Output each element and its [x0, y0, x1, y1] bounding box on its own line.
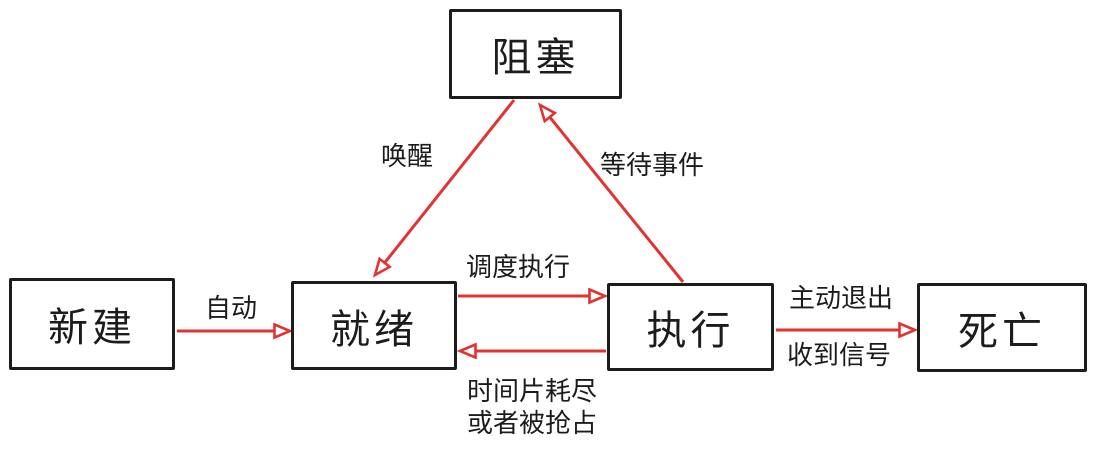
node-new: 新建	[9, 278, 175, 370]
node-running: 执行	[607, 283, 774, 371]
node-dead: 死亡	[917, 283, 1087, 372]
node-new-label: 新建	[48, 305, 136, 351]
edge-label-wakeup: 唤醒	[381, 142, 434, 172]
node-running-label: 执行	[646, 308, 735, 354]
node-dead-label: 死亡	[958, 308, 1046, 355]
edge-label-timeslice-line1: 时间片耗尽	[466, 377, 597, 407]
node-blocked: 阻塞	[449, 9, 622, 99]
edge-label-schedule-execute: 调度执行	[466, 253, 571, 283]
edge-label-timeslice: 时间片耗尽 或者被抢占	[452, 376, 612, 440]
edge-label-auto: 自动	[205, 294, 258, 324]
arrow-blocked-to-ready	[375, 99, 516, 275]
edge-label-voluntary-exit: 主动退出	[789, 284, 894, 314]
edge-label-wait-event: 等待事件	[600, 151, 705, 181]
node-ready: 就绪	[291, 281, 457, 370]
edge-label-timeslice-line2: 或者被抢占	[466, 409, 597, 439]
arrow-running-to-blocked	[540, 105, 685, 283]
node-ready-label: 就绪	[330, 306, 418, 353]
edge-label-received-signal: 收到信号	[787, 341, 892, 371]
node-blocked-label: 阻塞	[491, 35, 580, 81]
